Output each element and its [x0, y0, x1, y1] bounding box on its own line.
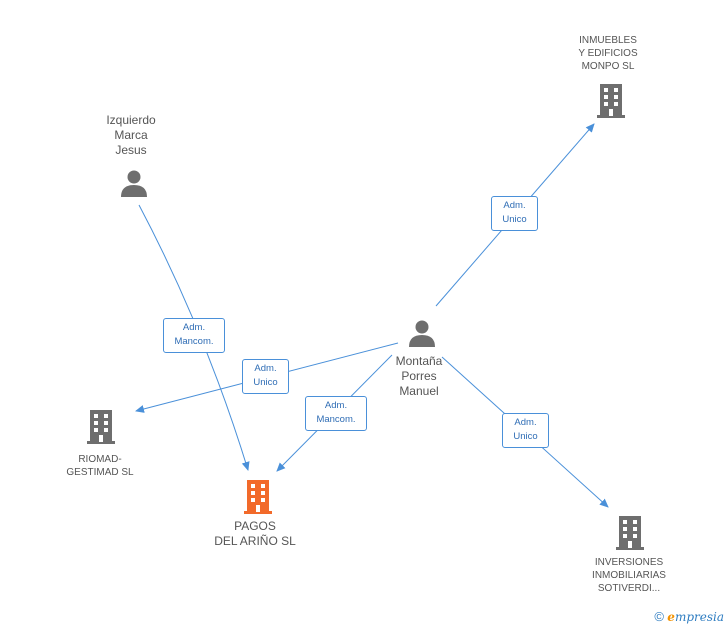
- person-node-montana[interactable]: [407, 318, 437, 348]
- person-icon: [121, 170, 147, 197]
- company-label-inmuebles: INMUEBLES Y EDIFICIOS MONPO SL: [578, 35, 638, 72]
- building-icon: [244, 480, 272, 514]
- role-badge-izquierdo-pagos[interactable]: Adm. Mancom.: [163, 318, 225, 353]
- person-node-izquierdo[interactable]: [119, 168, 149, 198]
- company-node-pagos[interactable]: [243, 480, 273, 514]
- role-badge-montana-pagos[interactable]: Adm. Mancom.: [305, 396, 367, 431]
- person-label-izquierdo: Izquierdo Marca Jesus: [106, 113, 156, 157]
- building-icon: [616, 516, 644, 550]
- person-label-montana: Montaña Porres Manuel: [395, 354, 443, 398]
- role-badge-montana-inmuebles[interactable]: Adm. Unico: [491, 196, 538, 231]
- company-label-riomad: RIOMAD- GESTIMAD SL: [66, 454, 134, 478]
- company-node-riomad[interactable]: [86, 410, 116, 444]
- brand-logo[interactable]: © empresia: [654, 609, 724, 624]
- company-label-pagos: PAGOS DEL ARIÑO SL: [214, 519, 296, 548]
- role-badge-montana-inversiones[interactable]: Adm. Unico: [502, 413, 549, 448]
- company-node-inmuebles[interactable]: [596, 84, 626, 118]
- building-icon: [87, 410, 115, 444]
- company-label-inversiones: INVERSIONES INMOBILIARIAS SOTIVERDI...: [592, 557, 666, 594]
- company-node-inversiones[interactable]: [615, 516, 645, 550]
- brand-logo-e: e: [667, 610, 675, 624]
- copyright-icon: ©: [654, 609, 664, 624]
- brand-logo-text: mpresia: [674, 610, 724, 624]
- building-icon: [597, 84, 625, 118]
- role-badge-montana-riomad[interactable]: Adm. Unico: [242, 359, 289, 394]
- person-icon: [409, 320, 435, 347]
